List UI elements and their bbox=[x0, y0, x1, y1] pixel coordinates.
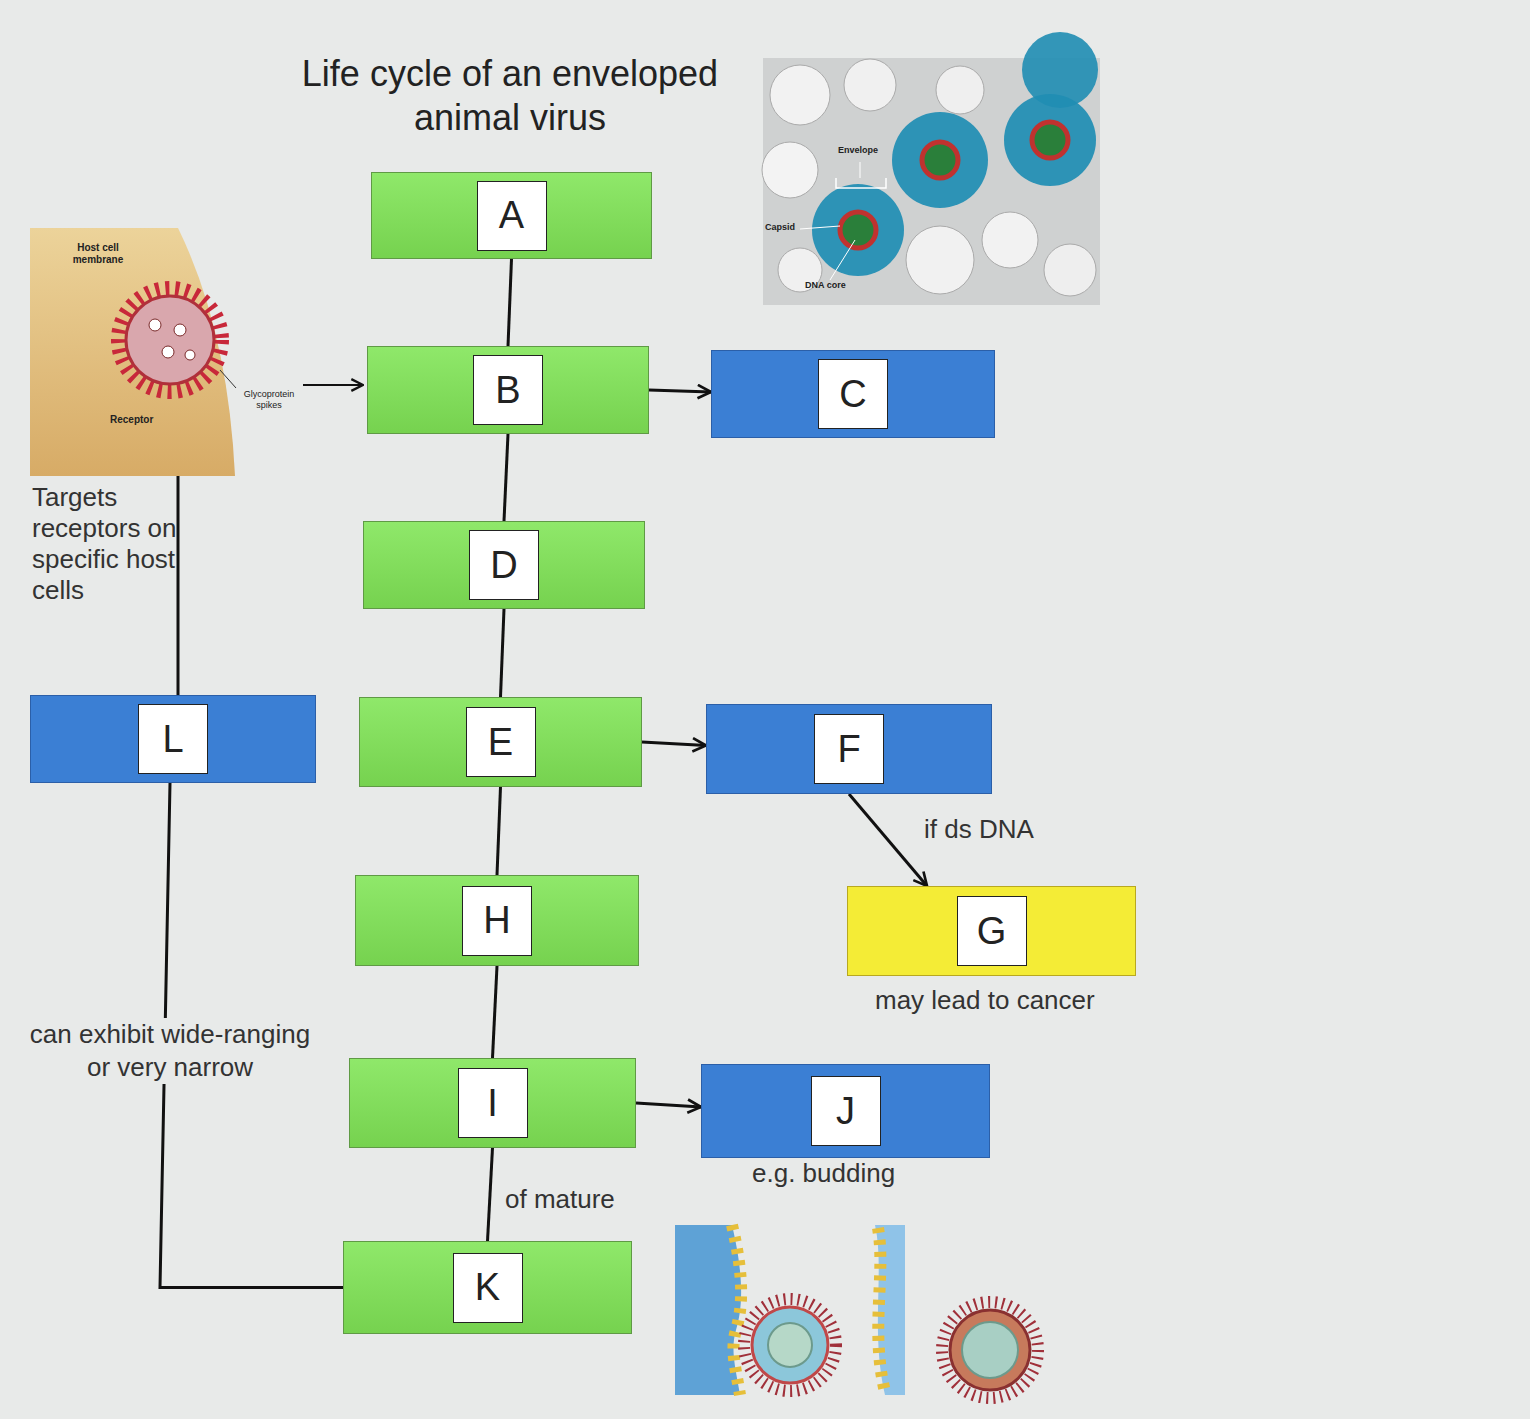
feature-box: L bbox=[30, 695, 316, 783]
connector-line bbox=[497, 787, 501, 875]
connector-arrow bbox=[642, 742, 706, 746]
stage-letter: G bbox=[957, 896, 1027, 966]
stage-letter: D bbox=[469, 530, 539, 600]
stage-box: A bbox=[371, 172, 652, 259]
stage-box: E bbox=[359, 697, 642, 787]
edge-label: can exhibit wide-ranging or very narrow bbox=[15, 1018, 325, 1084]
stage-letter: C bbox=[818, 359, 888, 429]
part-label: Glycoprotein spikes bbox=[230, 389, 308, 411]
outcome-box: G bbox=[847, 886, 1136, 976]
stage-letter: L bbox=[138, 704, 208, 774]
host-cell-illustration bbox=[30, 228, 363, 695]
stage-letter: B bbox=[473, 355, 543, 425]
connector-line bbox=[504, 434, 508, 521]
stage-box: K bbox=[343, 1241, 632, 1334]
stage-letter: K bbox=[453, 1253, 523, 1323]
stage-letter: F bbox=[814, 714, 884, 784]
connector-line bbox=[493, 966, 498, 1058]
part-label: Host cell membrane bbox=[58, 242, 138, 266]
stage-letter: I bbox=[458, 1068, 528, 1138]
outcome-box: C bbox=[711, 350, 995, 438]
connector-arrow bbox=[636, 1103, 701, 1107]
stage-box: H bbox=[355, 875, 639, 966]
connector-line bbox=[508, 259, 512, 346]
connector-arrow bbox=[649, 390, 711, 392]
part-label: Receptor bbox=[110, 414, 170, 426]
note-text: e.g. budding bbox=[752, 1158, 952, 1189]
edge-label: of mature bbox=[505, 1183, 655, 1216]
note-text: Targets receptors on specific host cells bbox=[32, 482, 182, 606]
stage-box: I bbox=[349, 1058, 636, 1148]
budding-illustration bbox=[675, 1225, 1038, 1398]
part-label: DNA core bbox=[805, 280, 865, 291]
stage-box: B bbox=[367, 346, 649, 434]
connector-line bbox=[501, 609, 505, 697]
diagram-title: Life cycle of an enveloped animal virus bbox=[250, 52, 770, 140]
stage-letter: H bbox=[462, 886, 532, 956]
part-label: Envelope bbox=[838, 145, 898, 156]
stage-letter: E bbox=[466, 707, 536, 777]
connector-line bbox=[488, 1148, 493, 1241]
part-label: Capsid bbox=[765, 222, 805, 233]
stage-letter: J bbox=[811, 1076, 881, 1146]
note-text: may lead to cancer bbox=[875, 985, 1155, 1016]
stage-letter: A bbox=[477, 181, 547, 251]
micrograph bbox=[762, 32, 1100, 305]
outcome-box: J bbox=[701, 1064, 990, 1158]
outcome-box: F bbox=[706, 704, 992, 794]
edge-label: if ds DNA bbox=[924, 813, 1074, 846]
connector-arrow bbox=[849, 794, 927, 886]
stage-box: D bbox=[363, 521, 645, 609]
